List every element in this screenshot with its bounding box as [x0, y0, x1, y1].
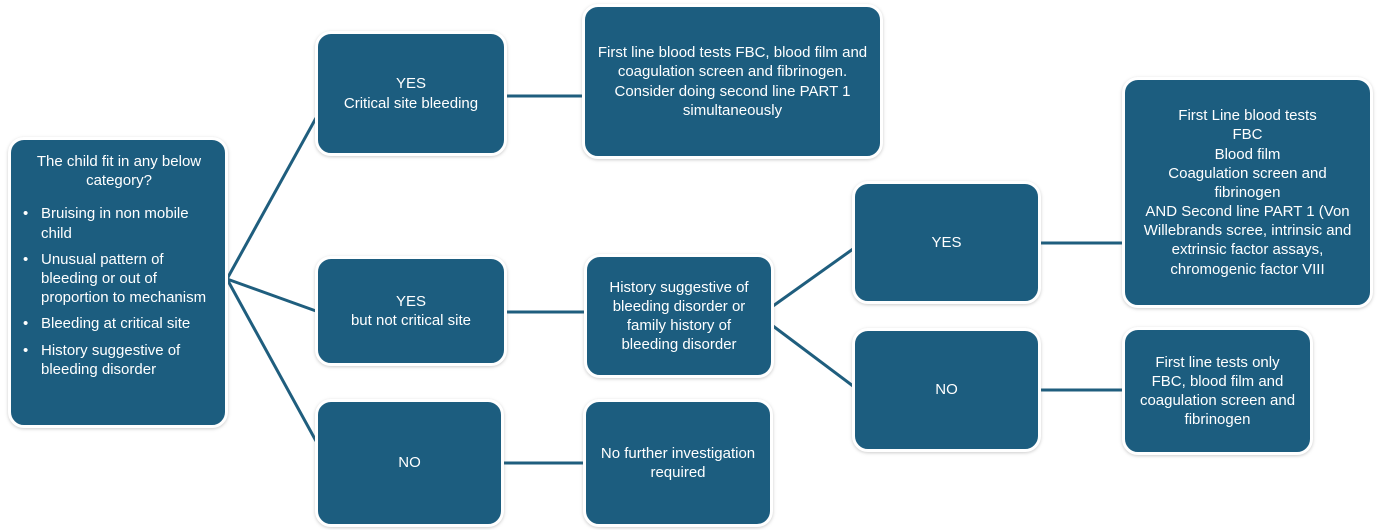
node-line: Blood film: [1214, 145, 1281, 163]
bullet-item-history-suggestive: • History suggestive of bleeding disorde…: [19, 341, 219, 379]
node-line: First Line blood tests: [1178, 107, 1317, 125]
node-text: NO: [935, 381, 958, 399]
node-first-line-tests-plus-second-line: First line blood tests FBC, blood film a…: [582, 4, 883, 159]
node-yes-not-critical-site: YES but not critical site: [315, 256, 507, 366]
node-no-further-investigation: No further investigation required: [583, 399, 773, 527]
start-bullet-list: • Bruising in non mobile child • Unusual…: [19, 197, 219, 379]
bullet-item-unusual-pattern: • Unusual pattern of bleeding or out of …: [19, 250, 219, 308]
node-line: but not critical site: [350, 312, 472, 329]
node-line: FBC, blood film and coagulation screen a…: [1139, 372, 1296, 429]
connector-history-to-family-no: [772, 324, 854, 388]
node-no-branch: NO: [315, 399, 504, 527]
node-yes-critical-site-bleeding: YES Critical site bleeding: [315, 31, 507, 156]
node-line: Coagulation screen and fibrinogen: [1168, 164, 1327, 201]
node-first-line-tests-only: First line tests only FBC, blood film an…: [1122, 327, 1313, 455]
node-start-category-check: The child fit in any below category? • B…: [8, 137, 228, 428]
node-line: FBC: [1232, 126, 1263, 144]
node-text: History suggestive of bleeding disorder …: [609, 278, 749, 354]
node-line: Critical site bleeding: [343, 94, 479, 112]
bullet-text: History suggestive of bleeding disorder: [41, 341, 181, 378]
node-text: NO: [398, 454, 421, 472]
start-title: The child fit in any below category?: [36, 153, 202, 190]
node-text: YES: [931, 233, 962, 251]
bullet-item-bruising: • Bruising in non mobile child: [19, 204, 219, 242]
bullet-text: Unusual pattern of bleeding or out of pr…: [41, 250, 207, 307]
node-line: YES: [395, 292, 426, 310]
node-history-suggestive-decision: History suggestive of bleeding disorder …: [584, 254, 774, 378]
bullet-marker: •: [23, 250, 29, 268]
connector-start-to-yes-not-critical: [226, 277, 317, 313]
node-family-history-no: NO: [852, 328, 1041, 452]
node-paragraph: First line blood tests FBC, blood film a…: [597, 44, 868, 81]
connector-start-to-yes-critical: [225, 117, 318, 280]
node-family-history-yes: YES: [852, 181, 1041, 304]
node-line: AND Second line PART 1 (Von Willebrands …: [1143, 203, 1352, 278]
bullet-item-critical-site: • Bleeding at critical site: [19, 314, 219, 333]
connector-history-to-family-yes: [772, 247, 854, 308]
node-text: No further investigation required: [600, 444, 756, 481]
node-paragraph: Consider doing second line PART 1 simult…: [614, 82, 851, 119]
node-first-line-and-second-line-panel: First Line blood tests FBC Blood film Co…: [1122, 77, 1373, 308]
bullet-text: Bleeding at critical site: [41, 315, 191, 333]
bullet-marker: •: [23, 341, 29, 359]
bullet-marker: •: [23, 205, 29, 223]
bullet-text: Bruising in non mobile child: [41, 205, 189, 242]
node-line: YES: [395, 75, 426, 93]
bullet-marker: •: [23, 315, 29, 333]
node-line: First line tests only: [1155, 353, 1280, 371]
connector-start-to-no: [225, 278, 318, 442]
